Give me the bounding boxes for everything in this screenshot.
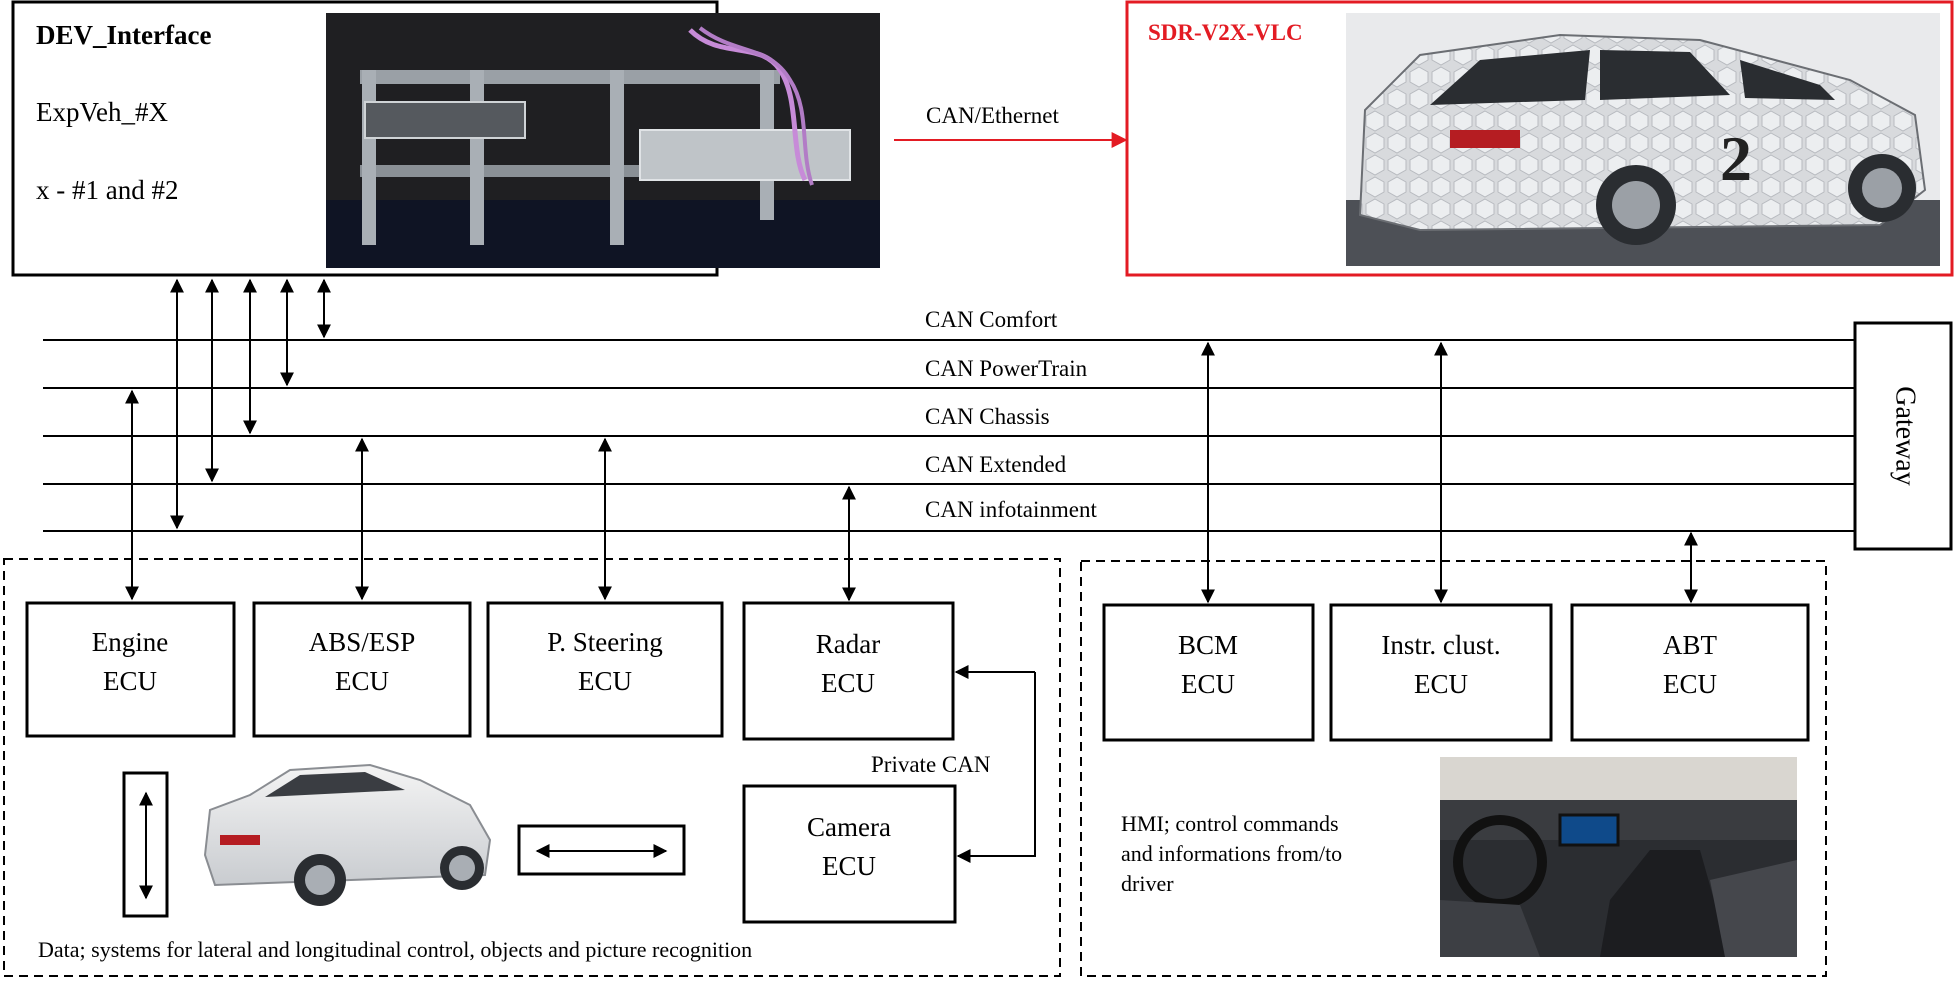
left-ecu-group: Engine ECU ABS/ESP ECU P. Steering ECU R… (3, 558, 1061, 977)
power-steering-ecu: P. Steering ECU (486, 601, 724, 738)
dev-interface-title: DEV_Interface (36, 20, 211, 50)
power-steering-ecu-type: ECU (578, 666, 632, 696)
svg-text:2: 2 (1720, 123, 1752, 194)
dev-interface-vehicle-id: ExpVeh_#X (36, 97, 168, 127)
hmi-line-1: HMI; control commands (1121, 811, 1339, 836)
camera-ecu-name: Camera (807, 812, 891, 842)
radar-ecu: Radar ECU (742, 601, 955, 741)
hmi-line-3: driver (1121, 871, 1174, 896)
can-buses: CAN Comfort CAN PowerTrain CAN Chassis C… (43, 307, 1855, 532)
can-chassis-label: CAN Chassis (925, 404, 1050, 429)
dev-interface-bus-arrows (170, 278, 331, 530)
lateral-arrow-box (517, 824, 686, 876)
bcm-ecu-name: BCM (1178, 630, 1238, 660)
ecu-bus-arrows (125, 341, 1698, 604)
private-can-label: Private CAN (871, 752, 991, 777)
can-comfort-label: CAN Comfort (925, 307, 1058, 332)
sdr-v2x-vlc-box: SDR-V2X-VLC 2 (1125, 0, 1954, 277)
can-ethernet-label: CAN/Ethernet (926, 103, 1059, 128)
can-powertrain-label: CAN PowerTrain (925, 356, 1088, 381)
power-steering-ecu-name: P. Steering (547, 627, 663, 657)
gateway-label: Gateway (1890, 386, 1921, 486)
right-ecu-group: BCM ECU Instr. clust. ECU ABT ECU HMI; c… (1080, 560, 1827, 977)
sdr-v2x-vlc-title: SDR-V2X-VLC (1148, 20, 1303, 45)
abs-esp-ecu: ABS/ESP ECU (252, 601, 472, 738)
abs-esp-ecu-type: ECU (335, 666, 389, 696)
hmi-line-2: and informations from/to (1121, 841, 1342, 866)
engine-ecu-type: ECU (103, 666, 157, 696)
equipment-rack-photo (326, 13, 880, 268)
left-group-caption: Data; systems for lateral and longitudin… (38, 937, 752, 962)
engine-ecu: Engine ECU (25, 601, 236, 738)
white-car-photo (203, 763, 492, 906)
radar-ecu-type: ECU (821, 668, 875, 698)
dev-interface-vehicle-numbers: x - #1 and #2 (36, 175, 178, 205)
bcm-ecu-type: ECU (1181, 669, 1235, 699)
private-can-link: Private CAN (871, 665, 1036, 863)
abt-ecu: ABT ECU (1570, 603, 1810, 742)
can-ethernet-link: CAN/Ethernet (894, 103, 1128, 148)
engine-ecu-name: Engine (92, 627, 168, 657)
instrument-cluster-ecu-name: Instr. clust. (1381, 630, 1500, 660)
can-infotainment-label: CAN infotainment (925, 497, 1097, 522)
radar-ecu-name: Radar (816, 629, 880, 659)
abt-ecu-name: ABT (1663, 630, 1718, 660)
camera-ecu-type: ECU (822, 851, 876, 881)
longitudinal-arrow-box (122, 771, 169, 918)
abs-esp-ecu-name: ABS/ESP (309, 627, 416, 657)
dev-interface-box: DEV_Interface ExpVeh_#X x - #1 and #2 (11, 0, 880, 277)
instrument-cluster-ecu: Instr. clust. ECU (1329, 603, 1553, 742)
instrument-cluster-ecu-type: ECU (1414, 669, 1468, 699)
gateway-box: Gateway (1853, 321, 1953, 551)
bcm-ecu: BCM ECU (1102, 603, 1315, 742)
abt-ecu-type: ECU (1663, 669, 1717, 699)
can-extended-label: CAN Extended (925, 452, 1067, 477)
car-interior-photo (1440, 757, 1797, 957)
camera-ecu: Camera ECU (742, 784, 957, 924)
hmi-description: HMI; control commands and informations f… (1121, 811, 1342, 896)
experimental-vehicle-photo: 2 (1346, 13, 1940, 266)
